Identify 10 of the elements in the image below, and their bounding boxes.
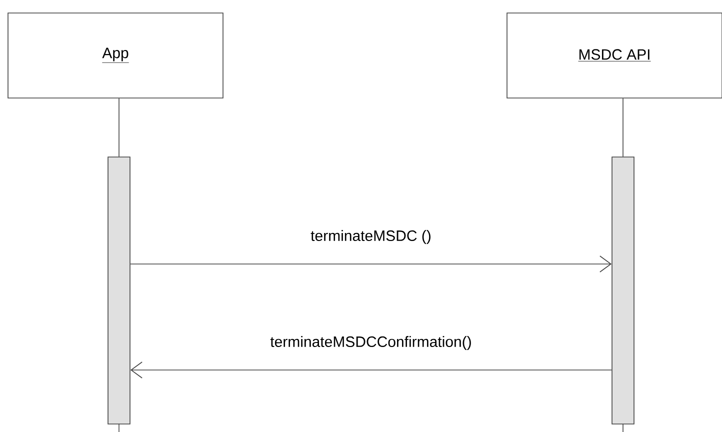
participant-box: App bbox=[8, 12, 224, 98]
message-arrow bbox=[130, 362, 612, 378]
participant-box: MSDC API bbox=[506, 12, 722, 98]
message-arrow bbox=[130, 256, 612, 272]
message-label: terminateMSDC () bbox=[310, 230, 430, 244]
lifeline bbox=[118, 98, 120, 157]
activation-bar bbox=[612, 156, 634, 424]
lifeline bbox=[622, 98, 624, 157]
message-label: terminateMSDCConfirmation() bbox=[270, 336, 471, 350]
activation-bar bbox=[108, 156, 130, 424]
